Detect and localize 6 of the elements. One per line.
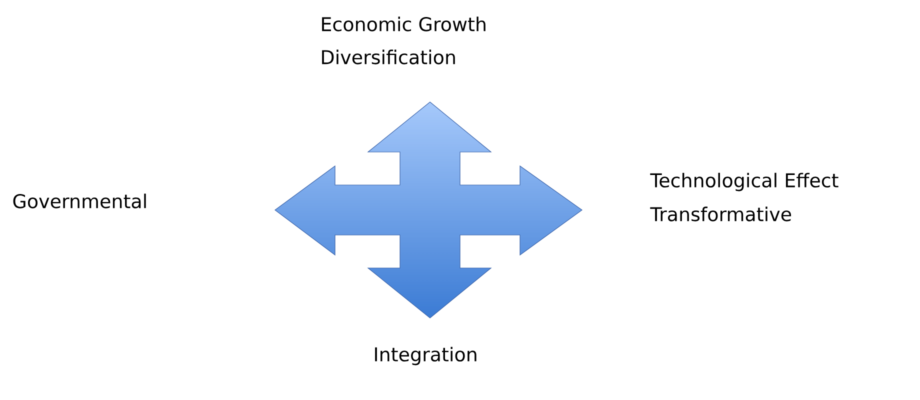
label-text: Transformative	[650, 206, 792, 222]
label-text: Economic Growth	[322, 16, 486, 32]
label-text: Integration	[375, 346, 476, 366]
label-text: Governmental	[13, 194, 146, 208]
label-text: Diversification	[322, 50, 455, 64]
label-text: Technological Effect	[650, 172, 838, 192]
